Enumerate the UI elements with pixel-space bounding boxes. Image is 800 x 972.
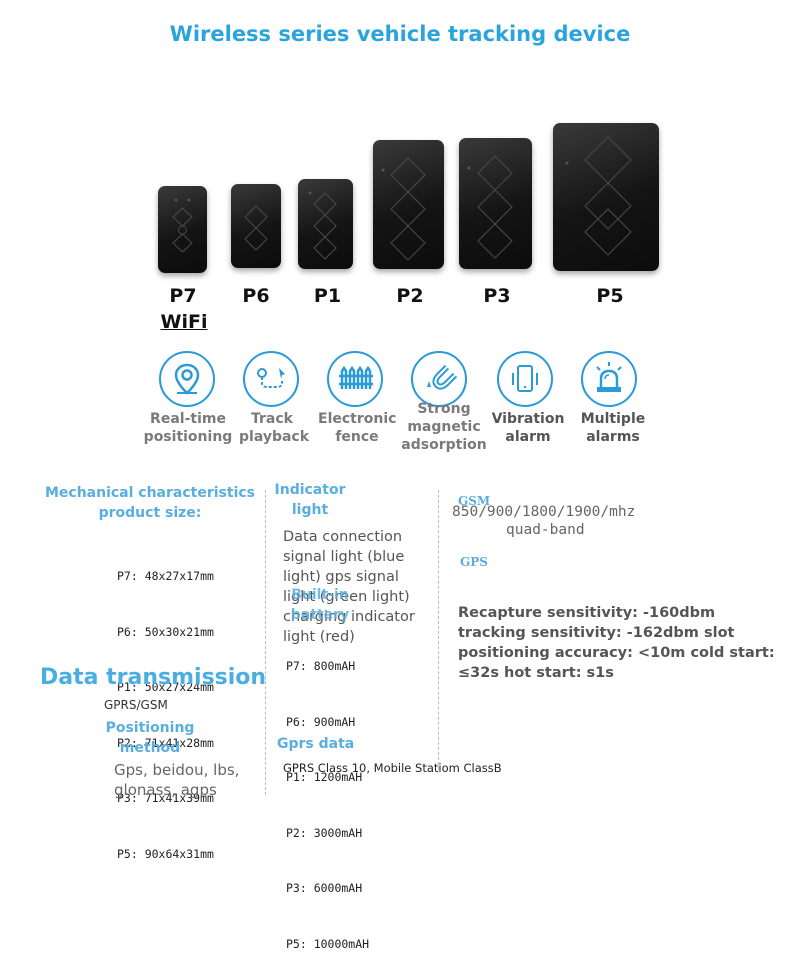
size-item: P7: 48x27x17mm [117,569,214,583]
size-item: P6: 50x30x21mm [117,624,214,639]
feature-label-vibration: Vibration alarm [491,411,565,445]
indicator-heading: Indicator light [270,480,350,520]
device-p1-pattern [308,191,337,260]
indicator-line: charging indicator [283,609,415,625]
magnet-icon [411,351,467,407]
location-pin-icon [159,351,215,407]
device-p6-pattern [244,205,268,251]
indicator-line: signal light (blue [283,549,405,565]
device-p2-pattern [381,157,426,261]
gps-line: tracking sensitivity: -162dbm slot [458,625,735,641]
device-p1-image [298,179,353,269]
indicator-description: Data connection signal light (blue light… [283,527,415,647]
positioning-heading: Positioning method [90,718,210,758]
device-label-p6: P6 [242,285,270,307]
column-divider-1 [265,490,266,795]
positioning-value-line2: glonass, agps [114,781,217,799]
device-label-p3: P3 [483,285,511,307]
positioning-heading-line2: method [119,740,181,756]
size-item: P5: 90x64x31mm [117,846,214,861]
gprs-value: GPRS Class 10, Mobile Statiom ClassB [283,761,502,775]
feature-label-track: Track playback [239,411,310,445]
siren-icon [581,351,637,407]
indicator-line: Data connection [283,529,403,545]
battery-item: P7: 800mAH [286,659,356,673]
device-p7-pattern [172,198,193,253]
positioning-heading-line1: Positioning [105,720,195,736]
device-label-p5: P5 [596,285,624,307]
gps-details: Recapture sensitivity: -160dbm tracking … [458,603,775,683]
battery-list: P7: 800mAH P6: 900mAH P1: 1200mAH P2: 30… [286,620,369,972]
device-p3-image [459,138,532,269]
fence-icon [327,351,383,407]
gps-line: positioning accuracy: <10m cold start: [458,645,775,661]
battery-item: P5: 10000mAH [286,936,370,951]
positioning-value: Gps, beidou, lbs, glonass, agps [114,760,239,800]
mechanical-heading: Mechanical characteristics product size: [40,483,260,523]
device-label-p7: P7 [169,285,197,307]
gps-line: ≤32s hot start: s1s [458,665,614,681]
gsm-value-line2: quad-band [506,522,585,538]
device-p3-pattern [467,155,513,259]
battery-heading-line2: battery [290,607,350,623]
data-transmission-value: GPRS/GSM [104,698,168,712]
feature-label-magnet: Strong magnetic adsorption [401,401,487,453]
device-p2-image [373,140,444,269]
device-label-p2: P2 [396,285,424,307]
device-p7-image [158,186,207,273]
data-transmission-heading: Data transmission [40,665,267,690]
size-item: P2: 71x41x28mm [117,735,214,750]
indicator-line: light (red) [283,629,355,645]
positioning-value-line1: Gps, beidou, lbs, [114,761,240,779]
feature-label-alarms: Multiple alarms [580,411,646,445]
route-icon [243,351,299,407]
indicator-heading-line1: Indicator [274,482,346,498]
indicator-line: light) gps signal [283,569,399,585]
page-title: Wireless series vehicle tracking device [169,22,631,46]
vibration-phone-icon [497,351,553,407]
size-item: P1: 50x27x24mm [117,680,214,694]
gsm-heading: GSM [458,494,491,508]
battery-heading-line1: Built-in [291,587,349,603]
battery-item: P1: 1200mAH [286,770,363,784]
battery-item: P3: 6000mAH [286,881,363,895]
device-p6-image [231,184,281,268]
mechanical-heading-line2: product size: [98,505,202,521]
mechanical-heading-line1: Mechanical characteristics [44,485,256,501]
gsm-value-line1: 850/900/1800/1900/mhz [452,504,636,520]
device-sublabel-p7: WiFi [160,311,208,333]
indicator-heading-line2: light [291,502,329,518]
column-divider-2 [438,490,439,770]
gps-heading: GPS [460,555,488,569]
gps-line: Recapture sensitivity: -160dbm [458,605,716,621]
battery-item: P6: 900mAH [286,714,356,729]
battery-item: P2: 3000mAH [286,825,363,840]
device-p5-image [553,123,659,271]
gprs-heading: Gprs data [277,736,355,752]
feature-label-fence: Electronic fence [318,411,397,445]
device-p5-pattern [565,136,632,256]
indicator-line: light (green light) [283,589,410,605]
battery-heading: Built-in battery [285,585,355,625]
device-label-p1: P1 [313,285,342,307]
feature-label-realtime: Real-time positioning [143,411,233,445]
